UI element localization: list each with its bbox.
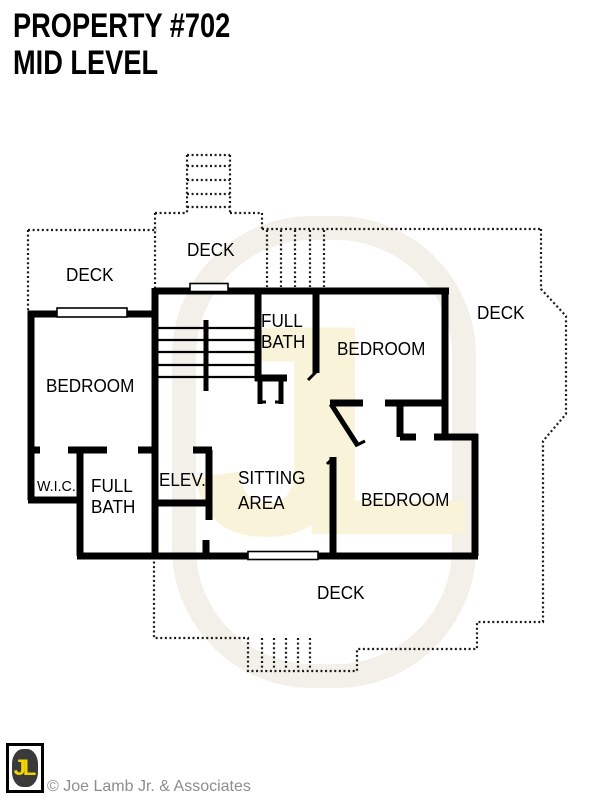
room-label-bedroom-left: BEDROOM [46,376,135,396]
room-label-deck-right: DECK [477,303,525,323]
page-title-line1: PROPERTY #702 [13,7,231,45]
windows [56,282,319,561]
window-top-wall [189,282,229,293]
company-logo-letters: JL [13,755,37,780]
room-label-wic: W.I.C. [37,478,76,495]
deck-stairs-top [265,230,326,287]
page-title-line2: MID LEVEL [13,44,159,82]
room-label-bath-upper: FULL BATH [261,311,306,352]
door-swings [328,402,366,448]
window-bottom-wall [247,550,319,561]
company-logo-oval: JL [12,749,38,787]
copyright-text: © Joe Lamb Jr. & Associates [47,778,251,795]
room-label-deck-top: DECK [187,240,235,260]
bath-door-jambs [257,378,284,404]
room-label-deck-bottom: DECK [317,583,365,603]
deck-outlines [26,153,568,673]
bedroom-door-leaf [328,402,361,448]
room-label-bedroom-middle: BEDROOM [337,339,426,359]
room-label-deck-left: DECK [66,265,114,285]
window-left-wall [56,307,128,318]
room-label-sitting-area: SITTING AREA [238,468,306,513]
stairs [158,326,256,379]
room-label-bedroom-bottom: BEDROOM [361,490,450,510]
room-label-bath-lower: FULL BATH [91,476,136,517]
company-logo: JL [6,743,44,793]
room-label-elevator: ELEV. [159,470,206,490]
upper-stairs [185,153,232,213]
